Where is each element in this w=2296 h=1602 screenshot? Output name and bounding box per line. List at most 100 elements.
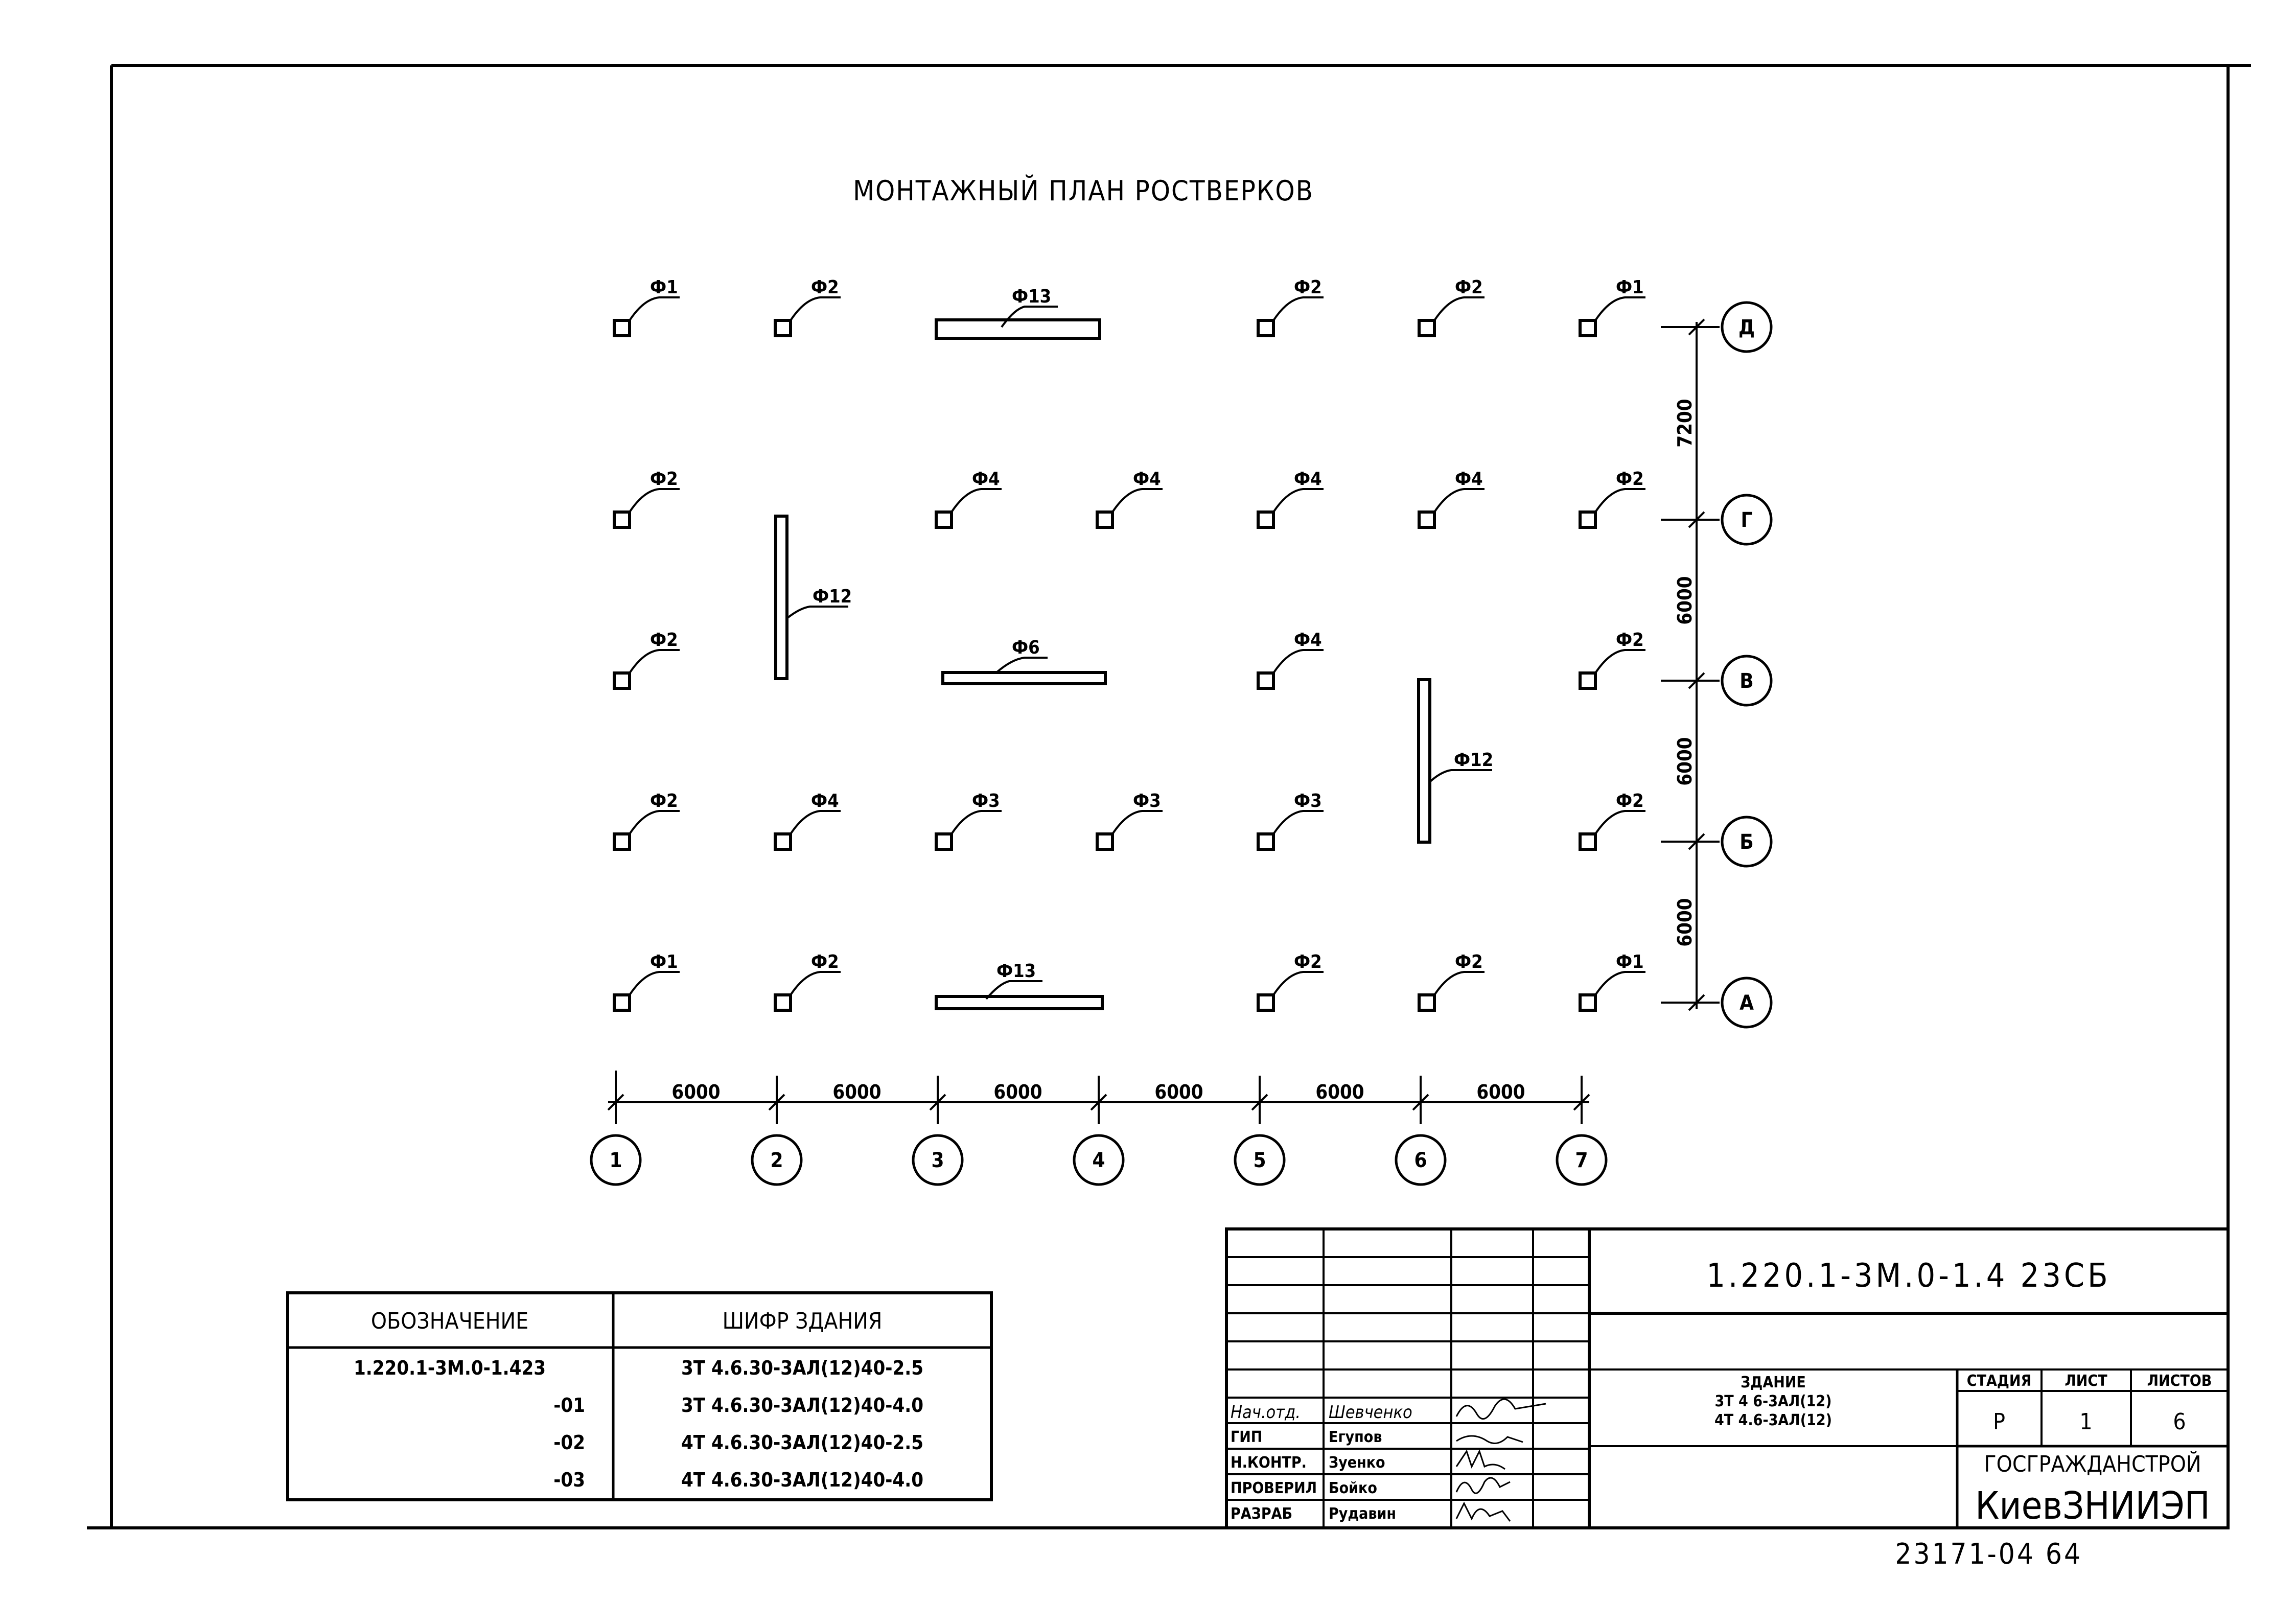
mark-label: Ф13 — [996, 961, 1036, 982]
dim-v-2: 6000 — [1674, 576, 1696, 624]
axis-label-D: Д — [1738, 316, 1755, 339]
spec-table — [286, 1291, 993, 1501]
spec-cell: 3Т 4.6.30-3АЛ(12)40-2.5 — [681, 1357, 923, 1379]
spec-cell: 1.220.1-3М.0-1.423 — [354, 1357, 546, 1379]
pile-cap — [1579, 832, 1597, 851]
axis-bubble-5 — [1234, 1134, 1286, 1186]
strip-footing — [941, 671, 1107, 685]
axis-bubble-G — [1721, 494, 1773, 546]
spec-cell: 4Т 4.6.30-3АЛ(12)40-2.5 — [681, 1431, 923, 1454]
title-block — [1225, 1227, 2230, 1529]
pile-cap — [613, 319, 631, 337]
stage-value: Р — [1993, 1409, 2005, 1435]
axis-label-2: 2 — [770, 1149, 783, 1172]
mark-label: Ф2 — [1455, 277, 1483, 298]
pile-cap — [774, 319, 792, 337]
mark-label: Ф2 — [650, 791, 678, 811]
strip-footing — [935, 995, 1104, 1010]
sheets-header: ЛИСТОВ — [2147, 1372, 2212, 1390]
building-code-1: 3Т 4 6-3АЛ(12) — [1714, 1392, 1831, 1410]
spec-cell: -01 — [553, 1394, 585, 1417]
dim-v-3: 6000 — [1674, 737, 1696, 785]
pile-cap — [1096, 510, 1114, 529]
mark-label: Ф4 — [811, 791, 839, 811]
axis-bubble-4 — [1073, 1134, 1125, 1186]
axis-label-5: 5 — [1253, 1149, 1266, 1172]
pile-cap — [1257, 832, 1275, 851]
dim-h-1: 6000 — [671, 1081, 720, 1103]
sheet-header: ЛИСТ — [2065, 1372, 2107, 1390]
building-label: ЗДАНИЕ — [1741, 1374, 1806, 1391]
pile-cap — [1418, 993, 1436, 1012]
mark-label: Ф2 — [811, 951, 839, 972]
vertical-dimension-line — [1661, 318, 1720, 1011]
pile-cap — [1257, 993, 1275, 1012]
mark-label: Ф1 — [650, 951, 678, 972]
pile-cap — [613, 993, 631, 1012]
mark-label: Ф2 — [811, 277, 839, 298]
axis-label-V: В — [1740, 669, 1753, 693]
mark-label: Ф2 — [650, 630, 678, 651]
strip-footing — [774, 515, 788, 680]
staff-role: РАЗРАБ — [1231, 1505, 1292, 1523]
drawing-title: МОНТАЖНЫЙ ПЛАН РОСТВЕРКОВ — [853, 175, 1314, 207]
mark-label: Ф13 — [1012, 286, 1051, 307]
staff-role: ГИП — [1231, 1428, 1262, 1446]
staff-role: Нач.отд. — [1231, 1402, 1301, 1423]
pile-cap — [774, 993, 792, 1012]
strip-footing — [935, 318, 1101, 340]
axis-label-G: Г — [1741, 508, 1753, 532]
mark-label: Ф12 — [813, 586, 852, 607]
dim-h-2: 6000 — [832, 1081, 881, 1103]
dim-h-6: 6000 — [1476, 1081, 1525, 1103]
organization-institute: КиевЗНИИЭП — [1975, 1484, 2210, 1528]
dim-h-3: 6000 — [993, 1081, 1042, 1103]
dim-v-4: 6000 — [1674, 898, 1696, 946]
archive-number: 23171-04 64 — [1895, 1538, 2082, 1571]
mark-label: Ф4 — [1294, 630, 1322, 651]
staff-name: Рудавин — [1329, 1505, 1396, 1523]
axis-label-6: 6 — [1414, 1149, 1427, 1172]
strip-footing — [1417, 678, 1431, 844]
mark-label: Ф3 — [1133, 791, 1161, 811]
axis-label-4: 4 — [1092, 1149, 1105, 1172]
spec-header-designation: ОБОЗНАЧЕНИЕ — [371, 1308, 528, 1334]
spec-cell: 4Т 4.6.30-3АЛ(12)40-4.0 — [681, 1469, 923, 1491]
pile-cap — [935, 510, 953, 529]
mark-label: Ф2 — [1616, 469, 1644, 490]
axis-bubble-3 — [912, 1134, 964, 1186]
mark-label: Ф3 — [1294, 791, 1322, 811]
axis-bubble-A — [1721, 977, 1773, 1029]
axis-label-A: А — [1740, 991, 1754, 1015]
mark-label: Ф4 — [972, 469, 1000, 490]
staff-name: Егупов — [1329, 1428, 1382, 1446]
axis-bubble-V — [1721, 655, 1773, 707]
signature-scribbles — [1455, 1398, 1546, 1522]
sheet-value: 1 — [2079, 1409, 2092, 1435]
building-code-2: 4Т 4.6-3АЛ(12) — [1714, 1411, 1832, 1429]
mark-label: Ф4 — [1294, 469, 1322, 490]
pile-cap — [1579, 510, 1597, 529]
pile-cap — [1257, 671, 1275, 690]
staff-role: Н.КОНТР. — [1231, 1454, 1307, 1472]
horizontal-dimension-line — [607, 1071, 1590, 1124]
mark-label: Ф2 — [1294, 277, 1322, 298]
mark-label: Ф1 — [650, 277, 678, 298]
mark-label: Ф4 — [1455, 469, 1483, 490]
mark-label: Ф2 — [1616, 791, 1644, 811]
sheets-value: 6 — [2173, 1409, 2186, 1435]
mark-label: Ф2 — [1616, 630, 1644, 651]
mark-label: Ф1 — [1616, 277, 1644, 298]
dim-h-5: 6000 — [1315, 1081, 1364, 1103]
spec-cell: -02 — [553, 1431, 585, 1454]
mark-label: Ф2 — [1294, 951, 1322, 972]
axis-label-3: 3 — [931, 1149, 944, 1172]
mark-label: Ф2 — [650, 469, 678, 490]
axis-bubble-7 — [1556, 1134, 1608, 1186]
organization-ministry: ГОСГРАЖДАНСТРОЙ — [1984, 1450, 2201, 1477]
staff-role: ПРОВЕРИЛ — [1231, 1479, 1317, 1497]
pile-cap — [935, 832, 953, 851]
axis-bubble-2 — [751, 1134, 803, 1186]
mark-label: Ф4 — [1133, 469, 1161, 490]
